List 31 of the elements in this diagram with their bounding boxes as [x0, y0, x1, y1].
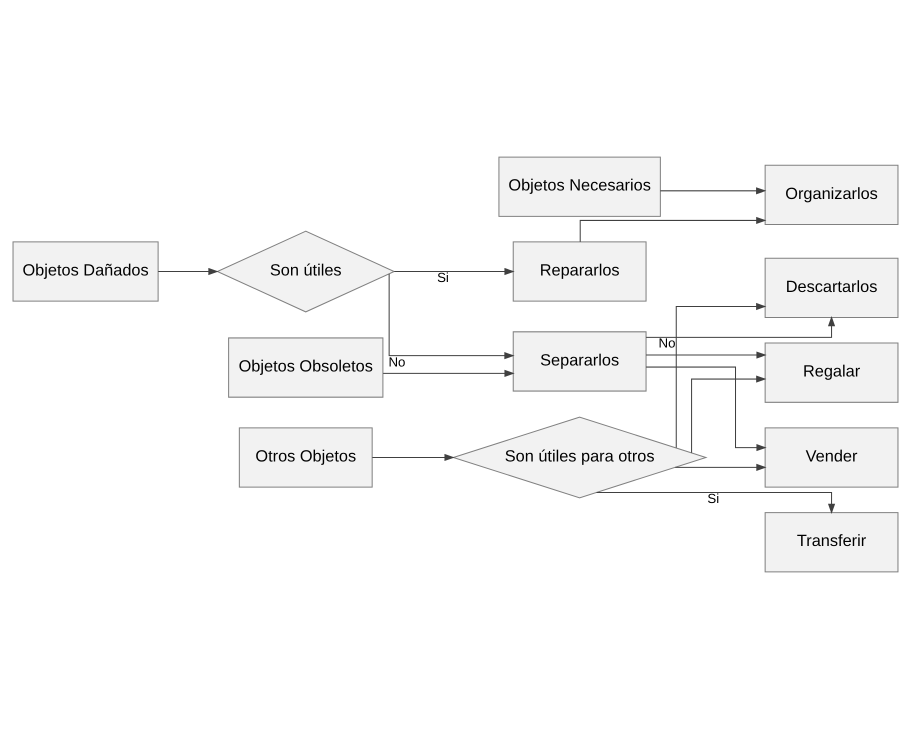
- node-diamond: Son útiles: [216, 230, 396, 312]
- node-box: Organizarlos: [764, 164, 898, 226]
- arrow: [660, 187, 766, 194]
- node-box: Objetos Obsoletos: [228, 337, 384, 398]
- node-box: Transferir: [764, 512, 898, 572]
- arrow: [646, 366, 767, 452]
- node-box: Objetos Dañados: [12, 241, 159, 302]
- arrow: [596, 492, 836, 514]
- arrow: [580, 216, 766, 242]
- arrow: [691, 375, 766, 453]
- node-box: Vender: [764, 427, 898, 488]
- node-box: Objetos Necesarios: [498, 156, 661, 217]
- node-diamond: Son útiles para otros: [452, 416, 708, 498]
- arrow: [646, 316, 836, 338]
- arrow: [372, 454, 455, 462]
- node-box: Repararlos: [512, 241, 647, 302]
- arrow: [676, 302, 766, 448]
- arrow: [158, 268, 219, 276]
- edge-label: No: [658, 335, 676, 350]
- node-box: Separarlos: [512, 331, 647, 392]
- arrow: [675, 464, 767, 471]
- node-box: Descartarlos: [764, 258, 898, 318]
- arrow: [394, 268, 515, 276]
- arrow: [646, 351, 767, 359]
- node-box: Regalar: [764, 342, 898, 403]
- edge-label: Si: [707, 491, 720, 506]
- edge-label: Si: [437, 270, 449, 286]
- arrow: [388, 274, 515, 360]
- node-box: Otros Objetos: [238, 427, 373, 488]
- arrow: [383, 370, 515, 377]
- edge-label: No: [388, 354, 406, 370]
